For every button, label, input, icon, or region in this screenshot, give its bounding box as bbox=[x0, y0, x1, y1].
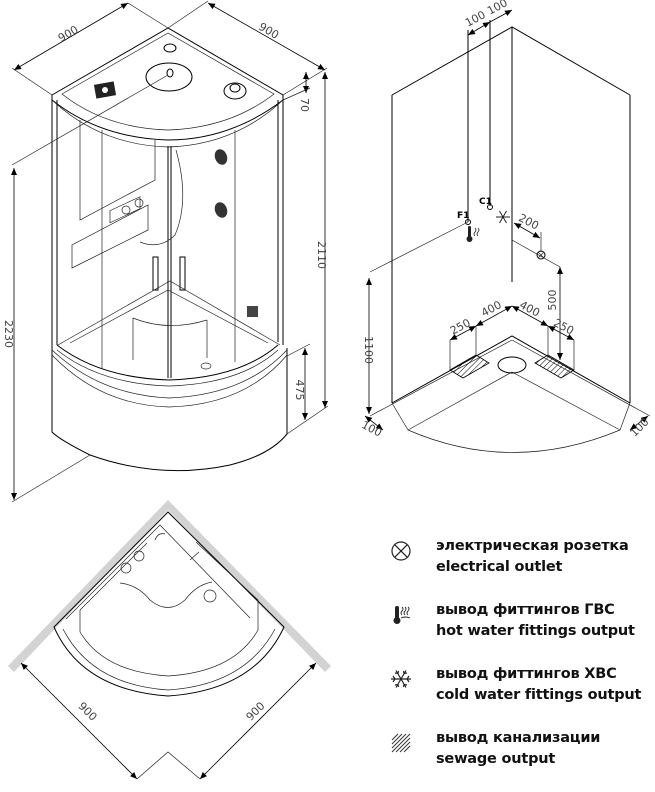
dim-label: 70 bbox=[298, 98, 311, 112]
cabin-body bbox=[51, 95, 284, 387]
dim-wall-gap-right: 100 bbox=[628, 416, 652, 440]
dim-label: 400 bbox=[479, 298, 504, 319]
dim-total-height: 2230 bbox=[2, 74, 169, 503]
rain-shower-head bbox=[145, 62, 193, 92]
door-handle bbox=[152, 256, 159, 291]
dim-label: 2110 bbox=[315, 241, 328, 269]
installation-view: F1 C1 100 100 200 bbox=[359, 0, 652, 453]
dim-roof-height: 70 bbox=[282, 72, 311, 112]
legend-item-hot-water: вывод фиттингов ГВС hot water fittings o… bbox=[390, 600, 655, 664]
legend-label-ru: вывод фиттингов ГВС bbox=[436, 602, 615, 618]
dim-label: 1100 bbox=[362, 336, 375, 364]
dim-label: 100 bbox=[359, 418, 384, 439]
cabin-roof bbox=[51, 27, 284, 148]
dim-label: 900 bbox=[244, 700, 268, 724]
legend-label-en: hot water fittings output bbox=[436, 623, 635, 639]
dim-label: 500 bbox=[546, 290, 559, 311]
dim-outlet-offset: 200 bbox=[513, 211, 542, 252]
electrical-outlet-icon bbox=[391, 541, 411, 561]
roof-speaker-icon bbox=[223, 82, 247, 100]
dim-label: 200 bbox=[516, 211, 541, 232]
drain-outlet bbox=[497, 356, 527, 374]
control-box bbox=[247, 306, 258, 317]
dim-label: 100 bbox=[463, 8, 488, 29]
dim-offset-top: 100 100 bbox=[463, 0, 513, 36]
cold-water-icon bbox=[496, 210, 510, 224]
cabin-tray-apron bbox=[51, 348, 288, 472]
cold-outlet-point bbox=[487, 204, 493, 210]
dim-mount-height: 1100 bbox=[362, 278, 375, 414]
dim-width-left: 900 bbox=[11, 2, 169, 96]
dim-label: 900 bbox=[56, 23, 81, 45]
door-handle bbox=[179, 256, 186, 291]
dim-label: 400 bbox=[517, 298, 542, 319]
dim-label: 100 bbox=[628, 416, 652, 440]
roof-fan-icon bbox=[93, 81, 117, 99]
legend-label-ru: электрическая розетка bbox=[436, 538, 629, 554]
dim-label: 2230 bbox=[2, 320, 15, 348]
legend-label-ru: вывод фиттингов ХВС bbox=[436, 666, 617, 682]
dim-top-left: 900 bbox=[20, 662, 138, 780]
hot-point-label: F1 bbox=[457, 211, 469, 221]
body-jet bbox=[214, 202, 228, 218]
dim-label: 475 bbox=[293, 380, 306, 401]
hot-outlet-point bbox=[465, 219, 471, 225]
legend: электрическая розетка electrical outlet … bbox=[390, 536, 655, 792]
top-view: 900 900 bbox=[8, 500, 331, 780]
legend-item-cold-water: вывод фиттингов ХВС cold water fittings … bbox=[390, 664, 655, 728]
body-jet bbox=[214, 149, 228, 165]
cold-water-icon bbox=[391, 670, 411, 688]
dim-cabin-height: 2110 bbox=[286, 72, 329, 435]
roof-light bbox=[163, 43, 177, 53]
dim-label: 900 bbox=[75, 700, 99, 724]
dim-outlet-height: 500 bbox=[546, 267, 563, 360]
hot-water-icon bbox=[393, 606, 411, 624]
cold-point-label: C1 bbox=[479, 197, 492, 207]
dim-wall-gap-left: 100 bbox=[359, 415, 384, 440]
legend-label-en: sewage output bbox=[436, 751, 556, 767]
legend-label-ru: вывод канализации bbox=[436, 730, 601, 746]
sewage-hatch-left bbox=[449, 354, 490, 379]
legend-label-en: cold water fittings output bbox=[436, 687, 642, 703]
sewage-hatch-icon bbox=[391, 733, 411, 753]
dim-width-right: 900 bbox=[167, 0, 328, 96]
hot-water-icon bbox=[466, 226, 480, 242]
wall-outline bbox=[8, 500, 331, 672]
dim-top-right: 900 bbox=[199, 662, 317, 780]
drain-hole bbox=[203, 589, 217, 603]
isometric-cabin-view: 900 900 70 2110 475 bbox=[2, 0, 329, 503]
dim-label: 900 bbox=[256, 20, 281, 42]
sewage-hatch-right bbox=[534, 354, 575, 379]
dim-tray-height: 475 bbox=[286, 343, 311, 420]
legend-label-en: electrical outlet bbox=[436, 559, 563, 575]
dim-label: 100 bbox=[485, 0, 510, 18]
legend-item-electrical-outlet: электрическая розетка electrical outlet bbox=[390, 536, 655, 600]
legend-item-sewage: вывод канализации sewage output bbox=[390, 728, 655, 792]
